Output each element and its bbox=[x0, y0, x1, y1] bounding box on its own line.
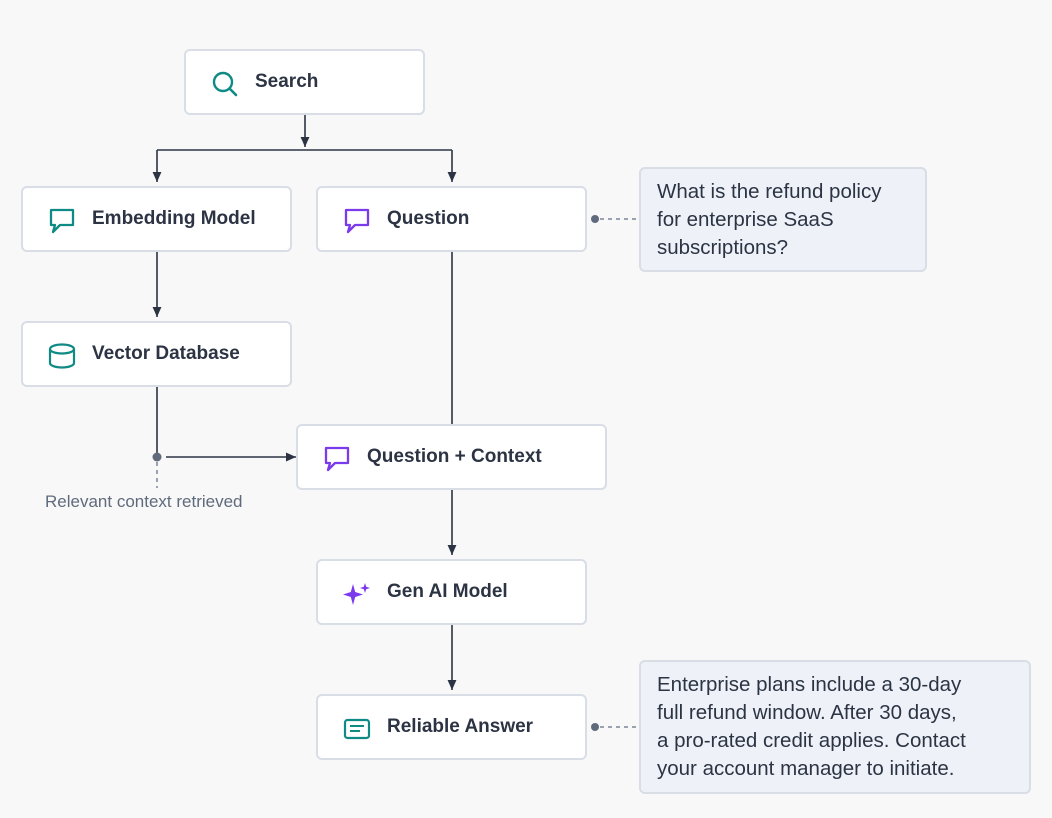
answer-note: Enterprise plans include a 30-day full r… bbox=[639, 660, 1031, 794]
vector-database-node[interactable]: Vector Database bbox=[21, 321, 292, 387]
search-label: Search bbox=[255, 71, 319, 92]
question-node[interactable]: Question bbox=[316, 186, 587, 252]
text-lines-icon bbox=[342, 714, 372, 744]
reliable-answer-node[interactable]: Reliable Answer bbox=[316, 694, 587, 760]
embedding-model-node[interactable]: Embedding Model bbox=[21, 186, 292, 252]
answer-note-line: your account manager to initiate. bbox=[657, 757, 955, 780]
search-icon bbox=[210, 69, 240, 99]
sparkle-icon bbox=[342, 579, 372, 609]
gen-ai-model-label: Gen AI Model bbox=[387, 581, 508, 602]
chat-bubble-icon bbox=[322, 444, 352, 474]
question-note: What is the refund policy for enterprise… bbox=[639, 167, 927, 272]
answer-note-line: full refund window. After 30 days, bbox=[657, 701, 957, 724]
gen-ai-model-node[interactable]: Gen AI Model bbox=[316, 559, 587, 625]
question-note-line: What is the refund policy bbox=[657, 180, 882, 203]
question-context-node[interactable]: Question + Context bbox=[296, 424, 607, 490]
embedding-model-label: Embedding Model bbox=[92, 208, 256, 229]
chat-bubble-icon bbox=[342, 206, 372, 236]
question-label: Question bbox=[387, 208, 470, 229]
vector-database-label: Vector Database bbox=[92, 343, 240, 364]
question-context-label: Question + Context bbox=[367, 446, 542, 467]
search-node[interactable]: Search bbox=[184, 49, 425, 115]
question-note-line: for enterprise SaaS bbox=[657, 208, 834, 231]
chat-bubble-icon bbox=[47, 206, 77, 236]
answer-note-dot bbox=[591, 723, 599, 731]
database-icon bbox=[47, 341, 77, 371]
context-caption: Relevant context retrieved bbox=[45, 492, 243, 511]
question-note-line: subscriptions? bbox=[657, 236, 789, 259]
answer-note-line: Enterprise plans include a 30-day bbox=[657, 673, 962, 696]
context-dot bbox=[152, 452, 162, 462]
answer-note-line: a pro-rated credit applies. Contact bbox=[657, 729, 966, 752]
question-note-dot bbox=[591, 215, 599, 223]
reliable-answer-label: Reliable Answer bbox=[387, 716, 534, 737]
